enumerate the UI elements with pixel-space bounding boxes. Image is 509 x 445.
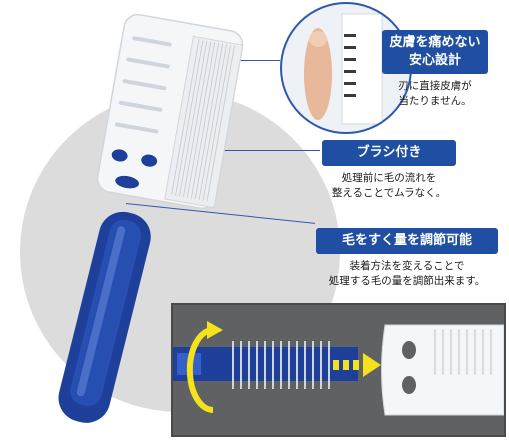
callout-adjustable-title: 毛をすく量を調節可能	[316, 228, 498, 254]
rotate-arrow-icon	[186, 327, 214, 413]
callout-skin-safe: 皮膚を痛めない 安心設計 刃に直接皮膚が 当たりません。	[382, 30, 488, 109]
callout-adjustable: 毛をすく量を調節可能 装着方法を変えることで 処理する毛の量を調節出来ます。	[316, 228, 498, 289]
callout-skin-safe-text: 刃に直接皮膚が 当たりません。	[398, 80, 472, 107]
callout-brush-title: ブラシ付き	[322, 140, 456, 166]
slide-arrow-icon	[333, 353, 381, 377]
skin-safe-zoom-image	[280, 2, 412, 134]
callout-brush-text: 処理前に毛の流れを 整えることでムラなく。	[331, 172, 447, 199]
attachment-photo	[171, 303, 506, 437]
comb-product-image	[58, 13, 244, 423]
connector-line-2	[200, 150, 320, 151]
callout-brush: ブラシ付き 処理前に毛の流れを 整えることでムラなく。	[322, 140, 456, 201]
callout-adjustable-text: 装着方法を変えることで 処理する毛の量を調節出来ます。	[328, 260, 486, 287]
callout-skin-safe-title: 皮膚を痛めない 安心設計	[382, 30, 488, 74]
comb-handle	[58, 211, 151, 423]
